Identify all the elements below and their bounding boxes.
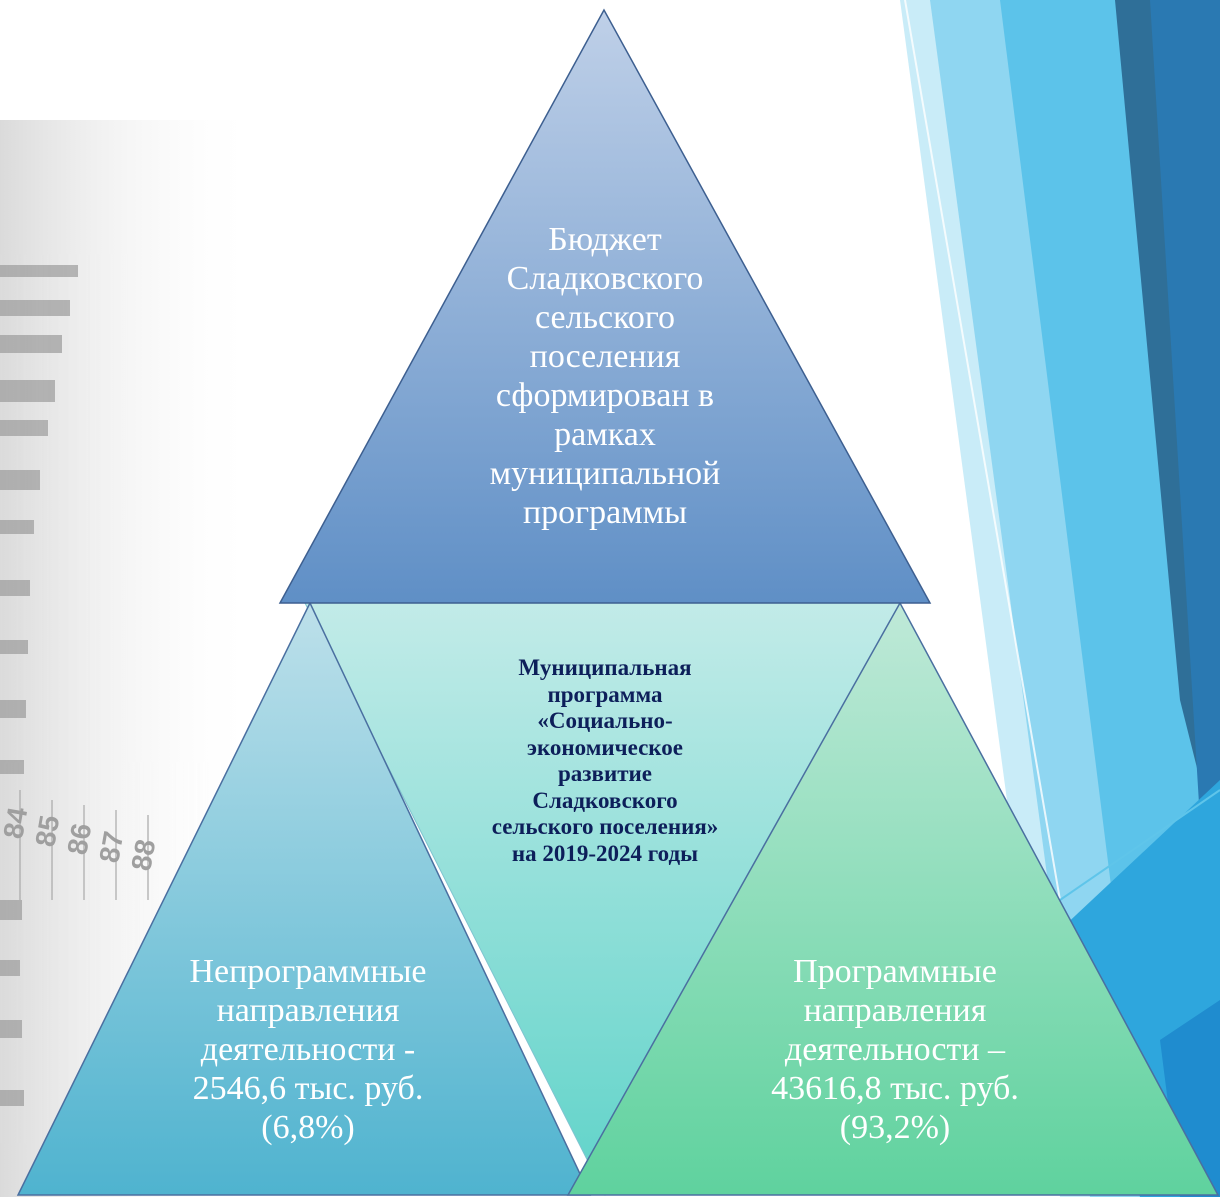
left-triangle	[16, 601, 592, 1196]
municipal-program-title: Муниципальная программа «Социально- экон…	[491, 655, 719, 866]
ruler-number: 87	[93, 829, 129, 865]
ruler-number: 85	[29, 813, 65, 849]
budget-formation-text: Бюджет Сладковского сельского поселения …	[489, 221, 721, 531]
top-triangle	[278, 8, 932, 604]
right-decoration-stripes	[900, 0, 1220, 1197]
right-triangle	[566, 601, 1220, 1196]
ruler-number: 84	[0, 805, 33, 841]
ruler-number: 86	[61, 821, 97, 857]
non-program-spending-text: Непрограммные направления деятельности -…	[189, 953, 427, 1146]
ruler-number: 88	[125, 837, 161, 873]
program-spending-text: Программные направления деятельности – 4…	[771, 953, 1019, 1146]
